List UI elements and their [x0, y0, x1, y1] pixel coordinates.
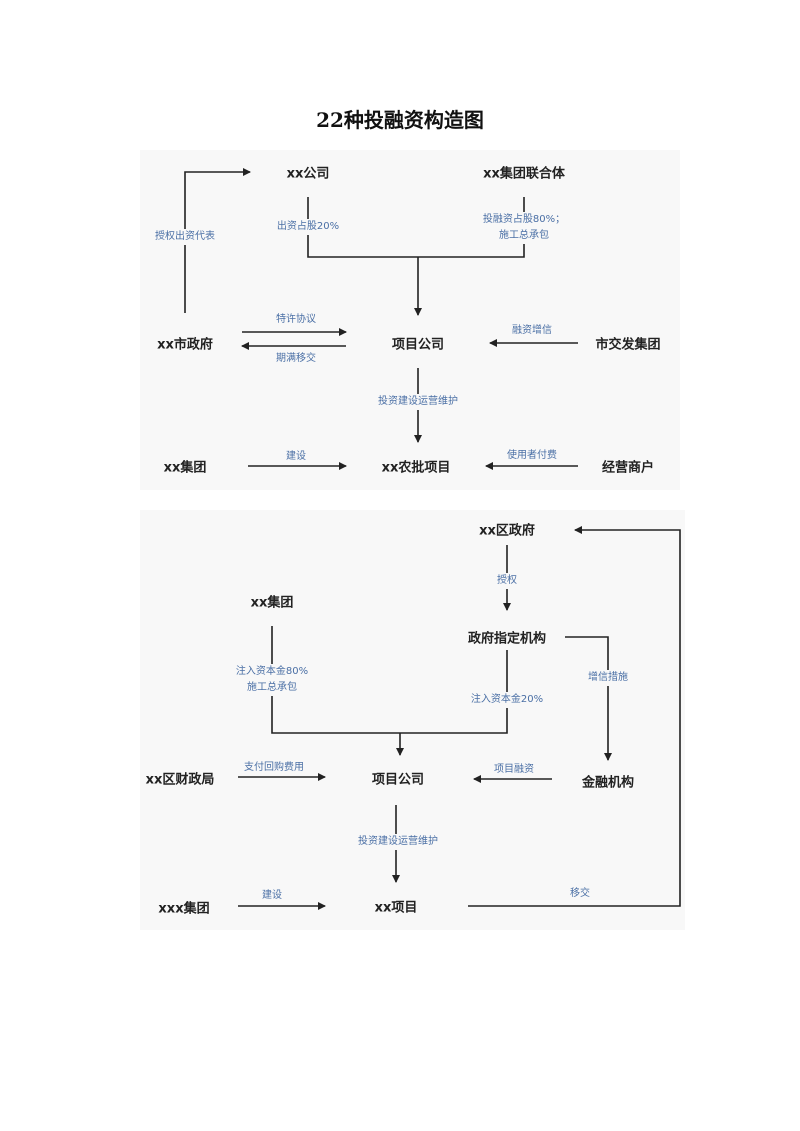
label-concession: 特许协议 [276, 314, 316, 325]
node-company: xx公司 [286, 166, 330, 182]
label-transfer-on-expiry: 期满移交 [276, 353, 316, 364]
diagram-2-background [140, 510, 685, 930]
node-district-gov: xx区政府 [479, 523, 535, 539]
node-group: xx集团 [163, 460, 207, 476]
label-build-2: 建设 [262, 890, 282, 901]
label-consortium-equity-line2: 施工总承包 [498, 230, 549, 241]
edge-agency-capital [400, 650, 508, 734]
label-build: 建设 [286, 451, 306, 462]
label-invest-build-operate-2: 投资建设运营维护 [356, 834, 440, 850]
node-city-gov: xx市政府 [157, 337, 213, 353]
node-consortium: xx集团联合体 [483, 166, 565, 182]
node-district-finance: xx区财政局 [145, 772, 215, 788]
node-merchants: 经营商户 [601, 460, 655, 476]
edge-credit-measures [565, 636, 612, 761]
node-project: xx项目 [374, 900, 418, 916]
node-financial-institution: 金融机构 [581, 775, 635, 791]
label-project-finance: 项目融资 [494, 764, 534, 775]
edge-auth-rep [184, 168, 251, 313]
label-authorize: 授权 [495, 573, 519, 589]
node-project-company-2: 项目公司 [371, 772, 425, 788]
label-group-capital: 注入资本金80% 施工总承包 [233, 664, 311, 696]
edge-group-capital [271, 626, 400, 734]
edge-transfer [468, 526, 681, 907]
node-group-2: xx集团 [250, 595, 294, 611]
label-user-fee: 使用者付费 [507, 450, 557, 461]
label-auth-rep: 授权出资代表 [153, 229, 217, 245]
label-transfer: 移交 [570, 888, 590, 899]
edge-company-equity [307, 197, 418, 258]
label-company-equity: 出资占股20% [274, 219, 342, 235]
label-group-capital-line2: 施工总承包 [246, 682, 297, 693]
node-city-transport-group: 市交发集团 [595, 337, 661, 353]
page-title: 22种投融资构造图 [316, 108, 484, 132]
label-consortium-equity: 投融资占股80%； 施工总承包 [480, 212, 568, 244]
label-consortium-equity-line1: 投融资占股80%； [482, 214, 566, 225]
label-credit-measures: 增信措施 [586, 670, 630, 686]
label-agency-capital: 注入资本金20% [468, 692, 546, 708]
node-project-company: 项目公司 [391, 337, 445, 353]
diagram-1-background [140, 150, 680, 490]
label-credit-enhance: 融资增信 [512, 325, 552, 336]
node-xxx-group: xxx集团 [158, 901, 210, 917]
label-invest-build-operate: 投资建设运营维护 [376, 394, 460, 410]
label-group-capital-line1: 注入资本金80% [235, 666, 309, 677]
label-buyback-payment: 支付回购费用 [244, 762, 304, 773]
node-agri-project: xx农批项目 [381, 460, 451, 476]
node-designated-agency: 政府指定机构 [467, 631, 547, 647]
